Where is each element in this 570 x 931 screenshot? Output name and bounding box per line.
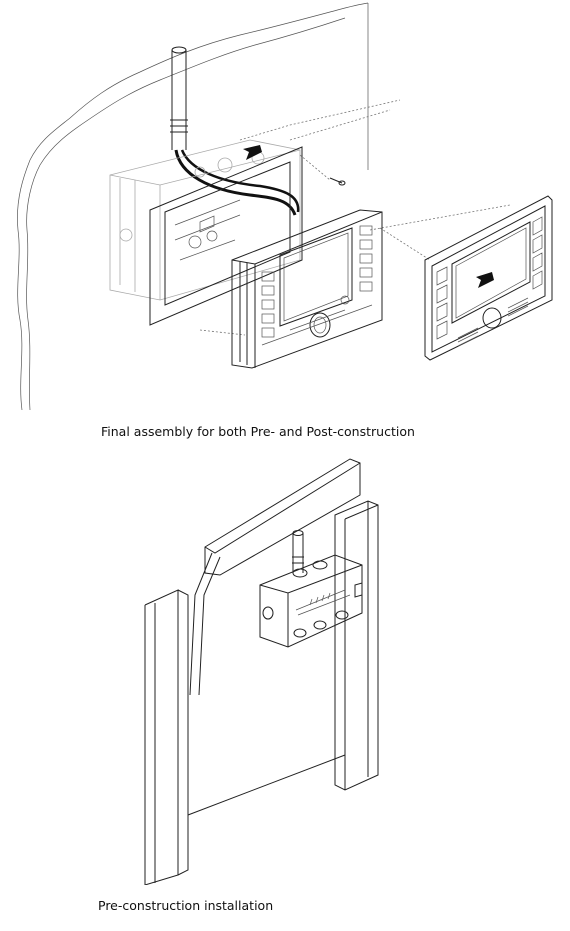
conduit-pipe xyxy=(292,530,304,573)
crossbar xyxy=(204,458,361,576)
wall-outline xyxy=(17,2,369,411)
screw-icon xyxy=(329,177,346,186)
left-stud xyxy=(144,589,189,885)
caption-pre-construction: Pre-construction installation xyxy=(98,898,274,913)
final-assembly-illustration xyxy=(0,0,570,415)
conduit-pipe xyxy=(170,46,188,150)
pre-construction-illustration xyxy=(0,455,570,885)
mounting-frame xyxy=(149,146,303,326)
wiring xyxy=(174,149,297,216)
junction-box xyxy=(259,554,363,648)
bezel-faceplate xyxy=(424,195,553,361)
touch-panel-module xyxy=(231,209,383,369)
back-box xyxy=(109,139,301,301)
arrow-icon xyxy=(243,145,262,160)
arrow-icon xyxy=(476,272,494,288)
right-stud xyxy=(334,500,379,791)
caption-final-assembly: Final assembly for both Pre- and Post-co… xyxy=(101,424,415,439)
